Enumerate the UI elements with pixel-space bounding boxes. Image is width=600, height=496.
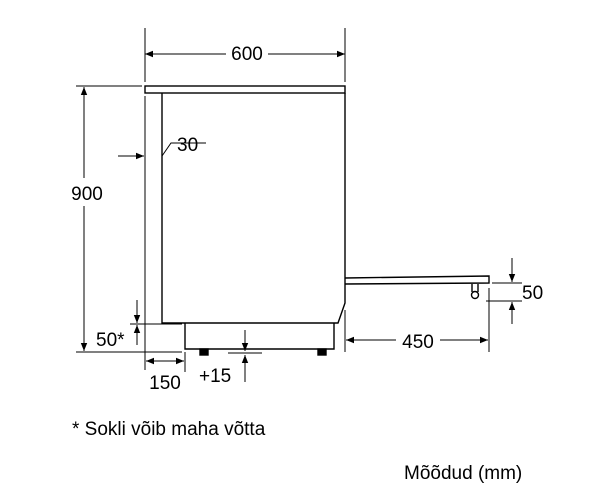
dimension-lines xyxy=(80,50,516,382)
adjust-label: +15 xyxy=(199,366,231,387)
open-door xyxy=(344,275,490,285)
appliance-body xyxy=(161,93,346,324)
footnote: * Sokli võib maha võtta xyxy=(72,419,266,440)
door-handle xyxy=(471,284,479,292)
height-label: 900 xyxy=(71,184,103,205)
door-depth-label: 450 xyxy=(402,332,434,353)
plinth xyxy=(184,323,335,350)
extension-lines xyxy=(76,28,522,372)
width-label: 600 xyxy=(231,44,263,65)
door-handle-knob xyxy=(470,290,480,300)
units-note: Mõõdud (mm) xyxy=(404,463,523,484)
appliance-outline xyxy=(144,85,490,356)
door-height-label: 50 xyxy=(522,283,543,304)
side-offset-leader xyxy=(161,142,206,157)
side-offset-label: 30 xyxy=(177,135,198,156)
plinth-setback-label: 150 xyxy=(149,373,181,394)
plinth-height-label: 50* xyxy=(96,330,125,351)
front-foot xyxy=(199,348,209,356)
rear-foot xyxy=(317,348,327,356)
worktop-top xyxy=(144,85,346,94)
